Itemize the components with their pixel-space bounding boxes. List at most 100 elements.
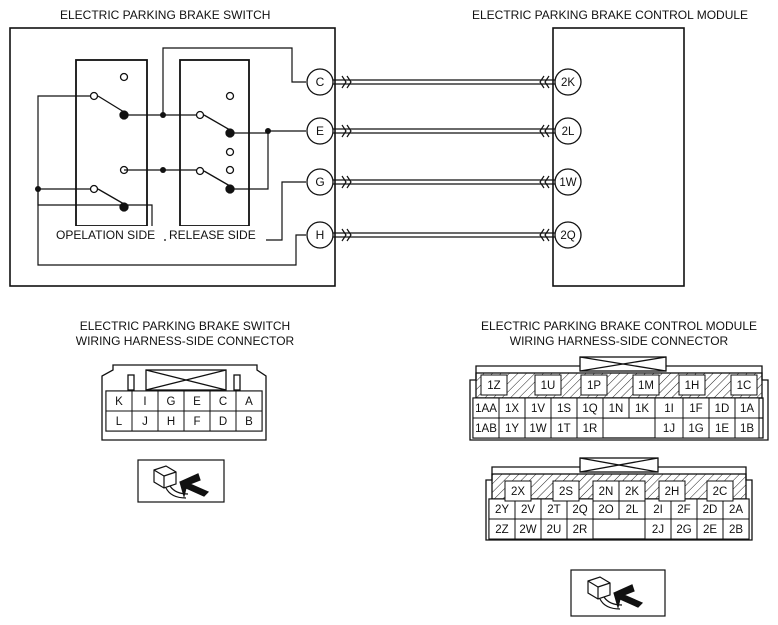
terminal-1w: 1W [559, 177, 576, 189]
pin-f: F [193, 416, 200, 428]
operation-side-label: OPELATION SIDE [56, 228, 155, 242]
pin-d: D [219, 416, 227, 428]
pin-1s: 1S [557, 403, 571, 415]
module-terminal-circles [554, 68, 582, 249]
pin-1x: 1X [505, 403, 519, 415]
operation-side-box [75, 59, 148, 227]
pin-2b-box [722, 518, 750, 540]
pin-2x: 2X [511, 486, 525, 498]
pin-2q: 2Q [572, 504, 587, 516]
pin-2r-box [566, 518, 594, 540]
pin-1e: 1E [715, 423, 729, 435]
pin-1k: 1K [635, 403, 649, 415]
pin-1c: 1C [737, 380, 752, 392]
module-box [552, 27, 685, 287]
pin-j: J [142, 416, 148, 428]
pin-b: B [245, 416, 253, 428]
pin-2h: 2H [665, 486, 680, 498]
pin-2r: 2R [573, 524, 588, 536]
terminal-c: C [316, 75, 325, 89]
switch-terminal-circles [306, 68, 334, 249]
pin-a: A [245, 396, 253, 408]
pin-2v: 2V [521, 504, 535, 516]
module-title: ELECTRIC PARKING BRAKE CONTROL MODULE [472, 8, 748, 22]
pin-1i: 1I [664, 403, 674, 415]
pin-2u: 2U [547, 524, 562, 536]
switch-connector-title-2: WIRING HARNESS-SIDE CONNECTOR [76, 334, 295, 348]
pin-1u-box [534, 374, 562, 396]
pin-1aa: 1AA [475, 403, 497, 415]
pin-1h-box [678, 374, 706, 396]
pin-1p-box [580, 374, 608, 396]
pin-2y: 2Y [495, 504, 509, 516]
pin-2g: 2G [676, 524, 691, 536]
pin-1h: 1H [685, 380, 700, 392]
terminal-wires [333, 75, 556, 242]
pin-1b-box [734, 417, 760, 439]
module-connector-title-2: WIRING HARNESS-SIDE CONNECTOR [510, 334, 729, 348]
pin-2t: 2T [547, 504, 560, 516]
pin-2h-box [658, 480, 686, 502]
release-side-label: RELEASE SIDE [169, 228, 256, 242]
pin-2n: 2N [599, 486, 614, 498]
pin-2i: 2I [653, 504, 663, 516]
terminal-2k: 2K [561, 77, 575, 89]
pin-2c-box [706, 480, 734, 502]
terminal-g: G [315, 175, 324, 189]
pin-2x-box [504, 480, 532, 502]
pin-2f: 2F [677, 504, 690, 516]
switch-box [9, 27, 336, 287]
pin-e: E [193, 396, 201, 408]
pin-1d: 1D [715, 403, 730, 415]
pin-1f: 1F [689, 403, 702, 415]
pin-i: I [143, 396, 146, 408]
pin-2w: 2W [519, 524, 536, 536]
pin-2b: 2B [729, 524, 743, 536]
pin-1q: 1Q [582, 403, 597, 415]
connector-icon-module [570, 569, 666, 617]
pin-1a: 1A [740, 403, 754, 415]
pin-1u: 1U [541, 380, 556, 392]
pin-b-box [235, 410, 263, 432]
operation-switch-contacts [89, 72, 129, 212]
terminal-2l: 2L [562, 126, 575, 138]
pin-1y: 1Y [505, 423, 519, 435]
pin-1z-box [480, 374, 508, 396]
pin-1v: 1V [531, 403, 545, 415]
pin-1w: 1W [529, 423, 546, 435]
pin-2l: 2L [626, 504, 639, 516]
pin-2o: 2O [598, 504, 613, 516]
pin-l: L [116, 416, 123, 428]
pin-1r-box [576, 417, 604, 439]
junction-dots [35, 112, 271, 192]
terminal-2q: 2Q [560, 230, 575, 242]
pin-g: G [167, 396, 176, 408]
terminal-h: H [316, 228, 325, 242]
pin-1r: 1R [583, 423, 598, 435]
pin-2e: 2E [703, 524, 717, 536]
connector-icon [137, 459, 225, 503]
pin-1m: 1M [638, 380, 654, 392]
switch-title: ELECTRIC PARKING BRAKE SWITCH [60, 8, 270, 22]
switch-connector-title-1: ELECTRIC PARKING BRAKE SWITCH [80, 319, 290, 333]
pin-2k: 2K [625, 486, 639, 498]
module-connector-title-1: ELECTRIC PARKING BRAKE CONTROL MODULE [481, 319, 757, 333]
pin-1b: 1B [740, 423, 754, 435]
pin-c: C [219, 396, 227, 408]
pin-1j: 1J [663, 423, 675, 435]
pin-1t: 1T [557, 423, 570, 435]
module-connector-1 [469, 356, 769, 441]
pin-1m-box [632, 374, 660, 396]
terminal-e: E [316, 124, 324, 138]
pin-2z: 2Z [495, 524, 508, 536]
pin-1n: 1N [609, 403, 624, 415]
pin-2s: 2S [559, 486, 573, 498]
pin-2a: 2A [729, 504, 743, 516]
pin-1ab: 1AB [475, 423, 497, 435]
pin-2d: 2D [703, 504, 718, 516]
release-switch-contacts [195, 91, 235, 194]
pin-2s-box [552, 480, 580, 502]
